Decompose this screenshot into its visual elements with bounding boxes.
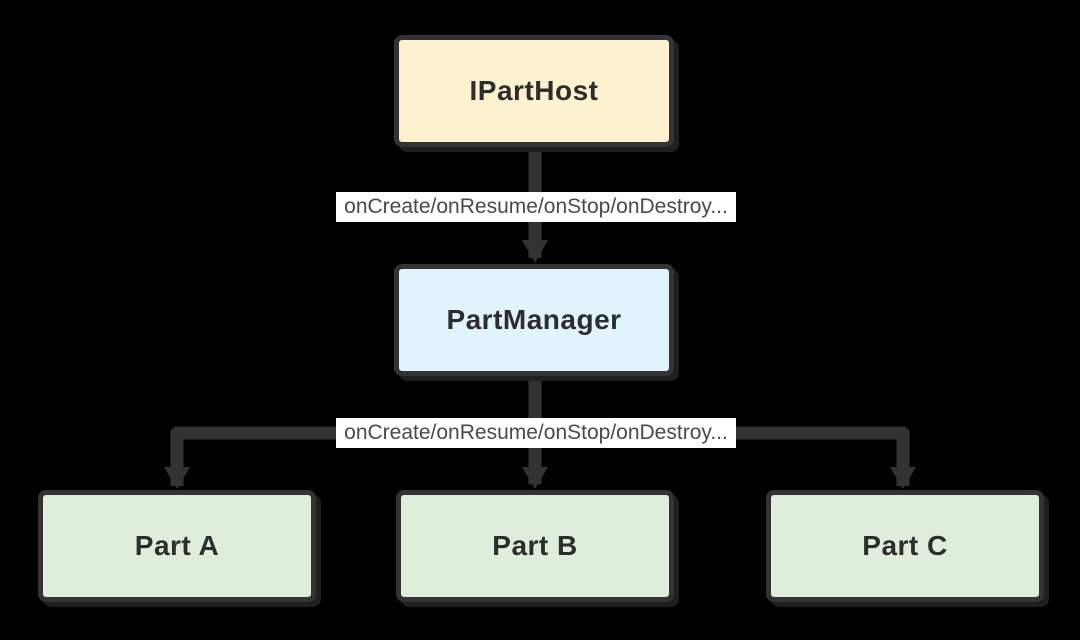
arrowhead-into-part-b-icon bbox=[522, 467, 548, 489]
node-part-a-label: Part A bbox=[134, 530, 220, 561]
edge-label-manager-to-parts: onCreate/onResume/onStop/onDestroy... bbox=[336, 418, 736, 448]
node-partmanager: PartManager bbox=[394, 264, 674, 376]
arrowhead-into-part-c-icon bbox=[890, 467, 916, 489]
arrowhead-into-partmanager-icon bbox=[522, 240, 548, 263]
edge-label-host-to-manager: onCreate/onResume/onStop/onDestroy... bbox=[336, 192, 736, 222]
node-partmanager-label: PartManager bbox=[446, 304, 622, 335]
node-part-a: Part A bbox=[38, 490, 316, 602]
node-part-b: Part B bbox=[396, 490, 674, 602]
node-iparthost: IPartHost bbox=[394, 35, 674, 147]
node-part-b-label: Part B bbox=[492, 530, 578, 561]
node-part-c-label: Part C bbox=[862, 530, 948, 561]
node-part-c: Part C bbox=[766, 490, 1044, 602]
arrowhead-into-part-a-icon bbox=[164, 467, 190, 489]
node-iparthost-label: IPartHost bbox=[469, 75, 599, 106]
